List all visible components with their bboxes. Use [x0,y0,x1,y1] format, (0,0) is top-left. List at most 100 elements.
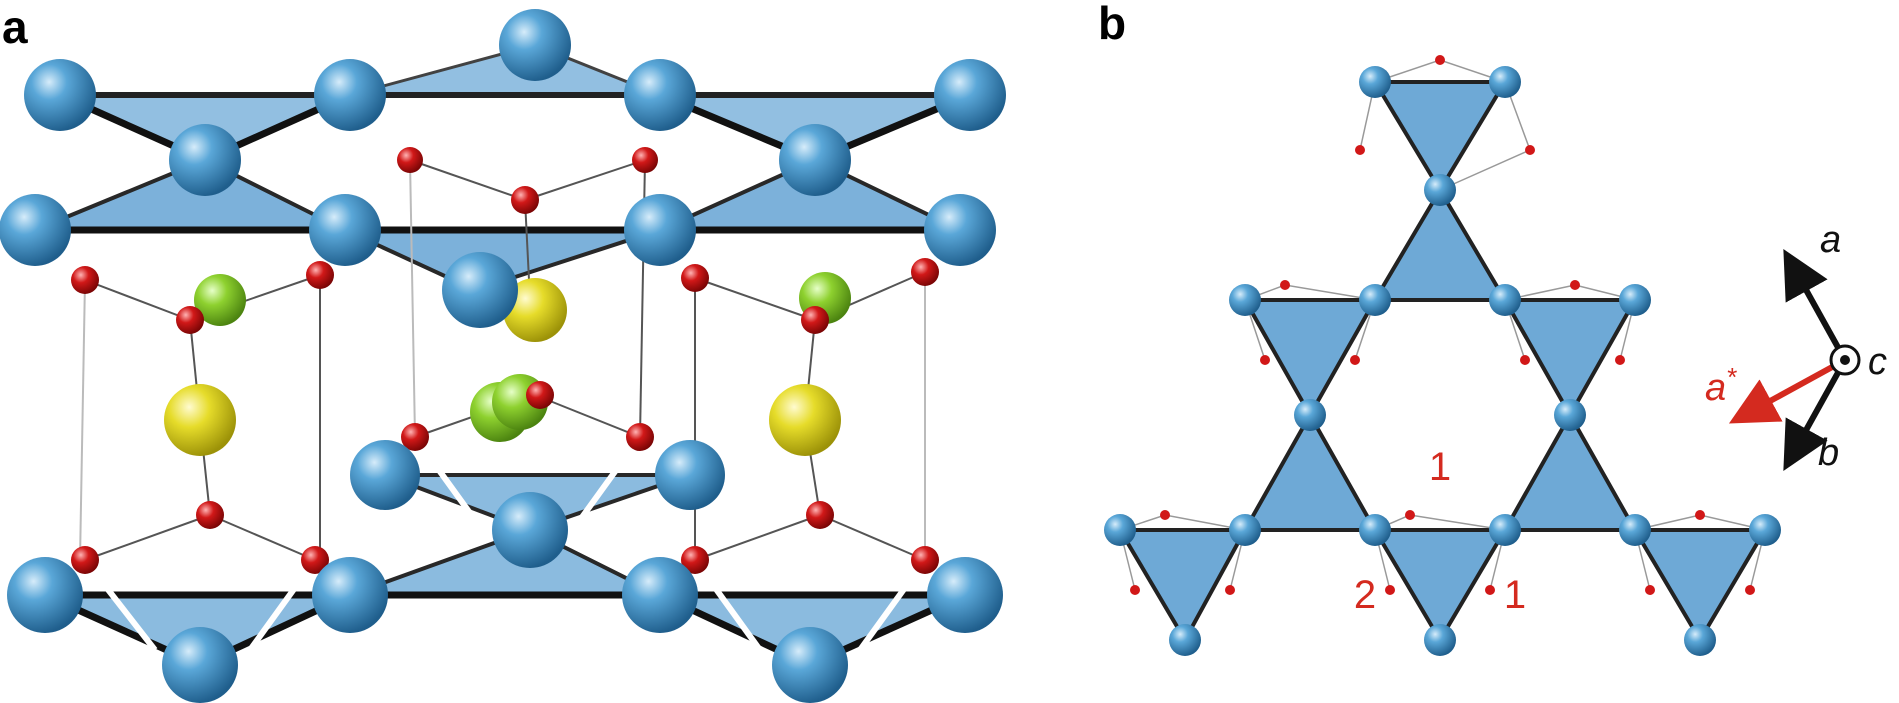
blue-atom [7,557,83,633]
bond [209,514,316,561]
oxygen-atom [526,381,554,409]
site-label: 2 [1354,573,1376,617]
oxygen-atoms [71,147,939,574]
triangle [1371,186,1509,302]
bond [819,514,926,561]
oxygen-atom [1485,585,1495,595]
triangle [1631,528,1769,644]
oxygen-atom [401,423,429,451]
axis-b-label: b [1818,432,1839,474]
oxygen-atom [1520,355,1530,365]
blue-atom [1229,514,1261,546]
blue-atom [1554,399,1586,431]
axis-c-dot [1840,355,1850,365]
axes-indicator: a c b a* [1705,219,1887,474]
white-bonds [82,435,928,652]
bond [82,558,158,652]
bond [524,159,646,201]
blue-atom [312,557,388,633]
oxygen-atom [397,147,423,173]
oxygen-atom [1745,585,1755,595]
bond [1119,514,1246,531]
bond [79,279,86,561]
kagome-triangles [1116,80,1769,645]
oxygen-atom [196,501,224,529]
blue-atom [309,194,381,266]
oxygen-atom [632,147,658,173]
blue-atom [1229,284,1261,316]
yellow-atom [769,384,841,456]
bond [857,558,928,652]
blue-atom [622,557,698,633]
oxygen-atom [1525,145,1535,155]
blue-atom [1359,514,1391,546]
axis-a-arrow [1783,249,1848,362]
axis-a-star-superscript: * [1726,362,1737,392]
blue-atom [169,124,241,196]
axis-c-label: c [1868,341,1887,383]
blue-atom [1294,399,1326,431]
bond [84,279,191,321]
blue-atom [655,440,725,510]
blue-atom [934,59,1006,131]
bond [84,514,211,561]
blue-atom [442,252,518,328]
blue-atom [1359,66,1391,98]
blue-atom [162,627,238,703]
blue-atom [772,627,848,703]
triangle [1371,528,1509,644]
oxygen-atom [1355,145,1365,155]
bond [692,558,763,652]
blue-atoms [0,9,1006,703]
oxygen-atom [681,264,709,292]
panel-a-label: a [2,1,28,53]
green-atom [194,274,246,326]
blue-atom [1424,174,1456,206]
bond [1374,514,1506,531]
bond [1504,284,1636,301]
blue-atom [1104,514,1136,546]
blue-atom [1749,514,1781,546]
yellow-atoms [164,278,841,456]
oxygen-atom [511,186,539,214]
oxygen-atom [1385,585,1395,595]
blue-atom [350,440,420,510]
oxygen-atom [911,546,939,574]
axis-a-star-arrow [1728,357,1847,424]
triangle [1501,298,1639,420]
blue-atom [24,59,96,131]
oxygen-dots [1130,55,1755,595]
blue-atom [927,557,1003,633]
axis-a-star-label: a* [1705,362,1737,409]
blue-atom [1424,624,1456,656]
bond [409,159,526,201]
oxygen-atom [306,261,334,289]
oxygen-atom [1645,585,1655,595]
blue-atom [492,492,568,568]
panel-a-structure [0,9,1006,703]
site-label: 1 [1504,573,1526,617]
oxygen-atom [681,546,709,574]
blue-atom [624,59,696,131]
bond [694,514,821,561]
oxygen-atom [71,546,99,574]
axis-a-label: a [1820,219,1841,261]
oxygen-atom [806,501,834,529]
oxygen-atom [1405,510,1415,520]
blue-atom [314,59,386,131]
blue-atom [1489,514,1521,546]
triangle [1501,410,1639,532]
bond [247,558,318,652]
bond [694,277,816,321]
yellow-atom [164,384,236,456]
site-label: 1 [1429,445,1451,489]
bond [409,159,416,438]
blue-atom [1359,284,1391,316]
oxygen-atom [1160,510,1170,520]
bond [1244,284,1376,301]
oxygen-atom [1615,355,1625,365]
blue-atom [624,194,696,266]
oxygen-atom [801,306,829,334]
blue-atom [1619,514,1651,546]
blue-atom [0,194,71,266]
